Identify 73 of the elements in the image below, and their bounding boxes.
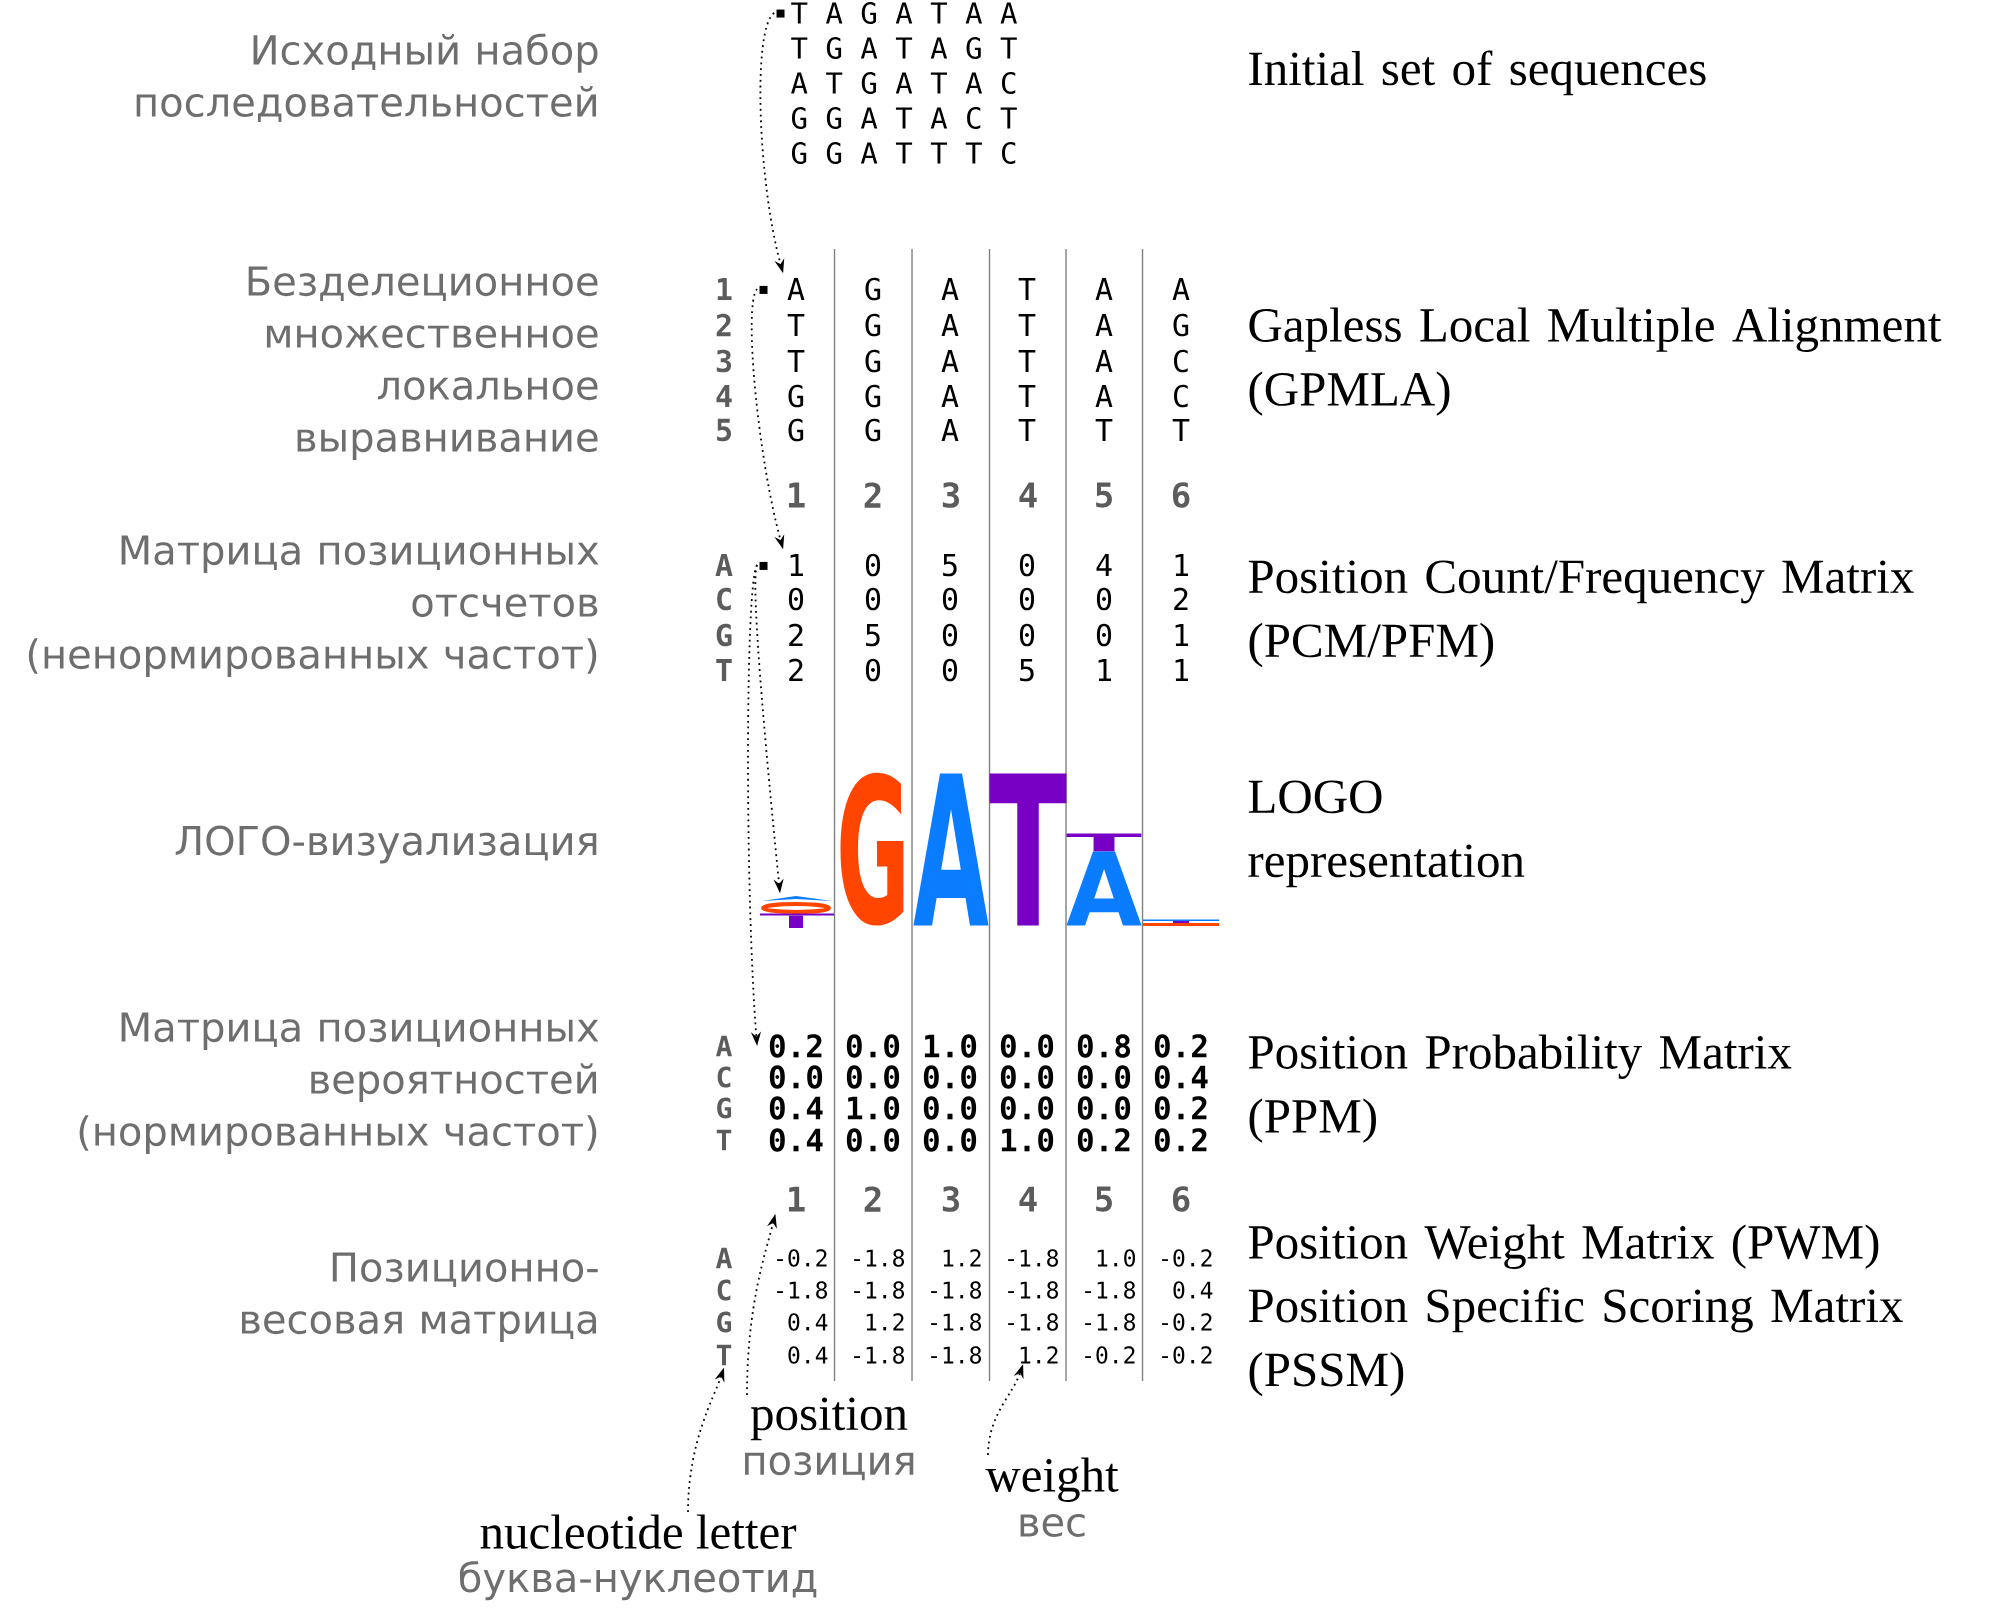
section-title: Матрица позиционных вероятностей (нормированных частот) (79, 1012, 599, 1154)
row-label: 3 (942, 482, 960, 508)
row-label: 2 (864, 482, 881, 508)
row-label: 3 (942, 1186, 960, 1212)
matrix-row: 0.2 0.0 1.0 0.0 0.8 0.2 (769, 1034, 1207, 1058)
row-label: T (716, 1129, 732, 1151)
row-label: T (716, 1344, 732, 1366)
row-label: 4 (716, 385, 732, 407)
row-label: 6 (1172, 482, 1190, 508)
matrix-row: 0.4 -1.8 -1.8 1.2 -0.2 -0.2 (788, 1346, 1212, 1364)
row-label: 4 (1019, 482, 1037, 508)
row-label: A (716, 1035, 732, 1057)
row-label: T (716, 659, 732, 681)
row-label: G (716, 623, 732, 647)
row-label: 5 (1096, 482, 1112, 508)
sequence-row: G G A T T T C (791, 142, 1016, 164)
row-label: G (717, 1311, 732, 1333)
motif-letter: G (840, 772, 904, 926)
row-label: 1 (717, 278, 732, 300)
matrix-row: T G A T A C (787, 349, 1188, 373)
annotation: nucleotide letter буква-нуклеотид (459, 1514, 817, 1601)
row-label: G (717, 1097, 732, 1119)
row-label: 5 (1096, 1186, 1112, 1212)
row-label: C (717, 587, 731, 611)
matrix-row: T G A T A G (787, 313, 1189, 337)
section-title: Position Specific Scoring Matrix (PSSM) (1248, 1287, 1903, 1397)
row-label: C (717, 1066, 731, 1088)
matrix-row: G G A T A C (788, 384, 1188, 408)
row-label: 2 (716, 313, 731, 337)
matrix-row: 2 0 0 5 1 1 (789, 658, 1188, 682)
annotation: weight вес (985, 1457, 1119, 1537)
row-label: A (715, 554, 733, 576)
matrix-row: 1 0 5 0 4 1 (759, 553, 1188, 577)
section-title: LOGO representation (1248, 780, 1525, 888)
motif-letter: T A (1066, 833, 1142, 926)
letter-stack-drawing (1143, 919, 1219, 926)
letter-stack-drawing (760, 896, 834, 928)
section-title: ЛОГО-визуализация (175, 825, 597, 864)
row-label: 5 (717, 418, 731, 442)
section-title: Position Count/Frequency Matrix (PCM/PFM) (1248, 560, 1914, 668)
sequence-row: T A G A T A A (776, 2, 1017, 24)
matrix-row: 2 5 0 0 0 1 (789, 623, 1188, 647)
section-title: Позиционно-весовая матрица (242, 1252, 598, 1342)
section-title: Безделеционное множественное локальное выравнивание (248, 266, 598, 460)
motif-letter: T (989, 773, 1067, 926)
matrix-row: 0 0 0 0 0 2 (788, 587, 1188, 611)
matrix-row: 0.0 0.0 0.0 0.0 0.0 0.4 (769, 1065, 1208, 1089)
row-label: 1 (788, 1186, 805, 1212)
section-title: Исходный набор последовательностей (136, 33, 598, 122)
row-label: C (717, 1279, 731, 1301)
section-title: Матрица позиционных отсчетов (ненормированных частот) (28, 535, 599, 677)
sequence-row: A T G A T A C (791, 72, 1016, 94)
matrix-row: 0.4 1.0 0.0 0.0 0.0 0.2 (769, 1096, 1207, 1120)
section-title: Position Weight Matrix (PWM) (1248, 1224, 1879, 1269)
sequence-row: G G A T A C T (791, 107, 1017, 129)
row-label: 6 (1172, 1186, 1190, 1212)
sequence-row: T G A T A G T (791, 37, 1017, 59)
matrix-row: 0.4 1.2 -1.8 -1.8 -1.8 -0.2 (788, 1313, 1212, 1331)
matrix-row: A G A T A A (759, 277, 1190, 301)
section-title: Position Probability Matrix (PPM) (1248, 1034, 1792, 1143)
matrix-row: -0.2 -1.8 1.2 -1.8 1.0 -0.2 (777, 1249, 1212, 1267)
motif-letter: A (913, 773, 989, 926)
annotation: position позиция (745, 1397, 914, 1481)
section-title: Initial set of sequences (1249, 50, 1706, 96)
row-label: 1 (788, 482, 805, 508)
row-label: A (716, 1247, 732, 1269)
matrix-row: G G A T T T (788, 418, 1190, 442)
section-title: Gapless Local Multiple Alignment (GPMLA) (1249, 307, 1942, 416)
matrix-row: 0.4 0.0 0.0 1.0 0.2 0.2 (769, 1128, 1207, 1152)
row-label: 4 (1019, 1186, 1037, 1212)
row-label: 3 (716, 349, 732, 373)
row-label: 2 (864, 1186, 881, 1212)
matrix-row: -1.8 -1.8 -1.8 -1.8 -1.8 0.4 (777, 1281, 1213, 1299)
